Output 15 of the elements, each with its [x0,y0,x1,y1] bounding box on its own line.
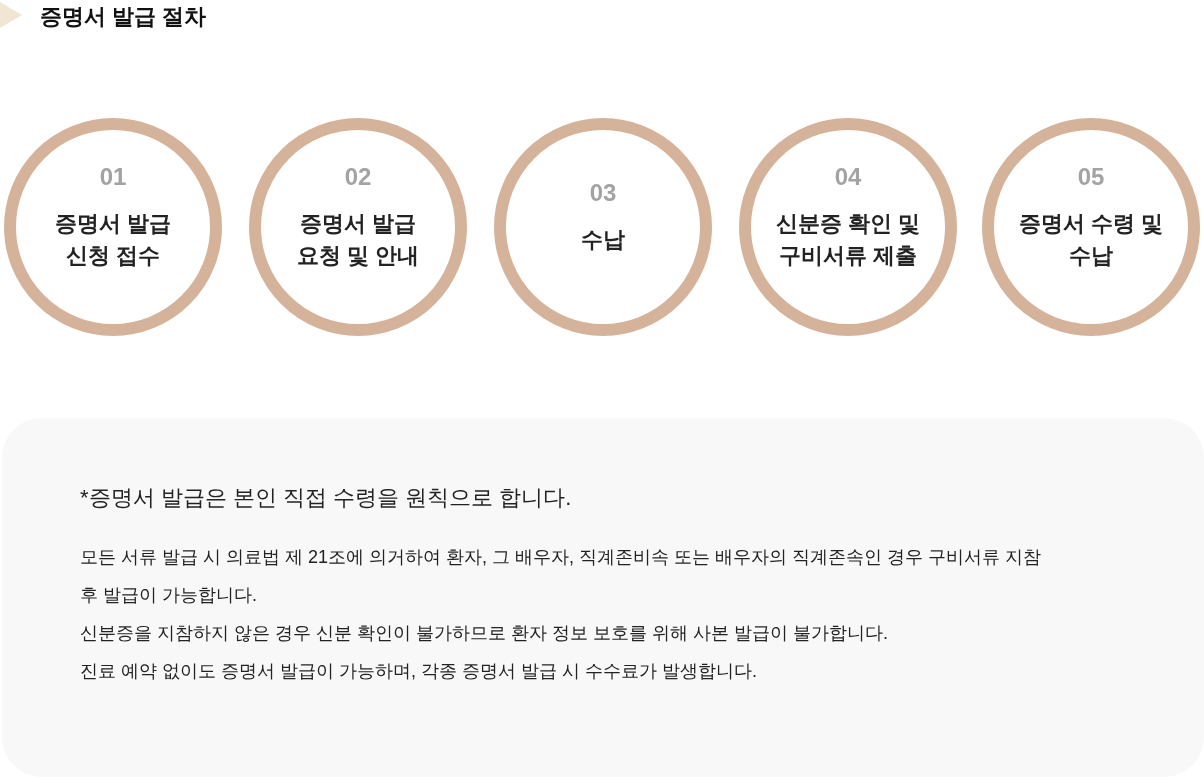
step-number: 05 [1077,162,1105,192]
notice-text: 신분증을 지참하지 않은 경우 신분 확인이 불가하므로 환자 정보 보호를 위해 사본 발급이 불가합니다. [80,622,889,645]
step-label: 신분증 확인 및 구비서류 제출 [774,210,922,270]
notice-text: 모든 서류 발급 시 의료법 제 21조에 의거하여 환자, 그 배우자, 직계존비속 또는 배우자의 직계존속인 경우 구비서류 지참 후 발급이 가능합니다. [80,546,1043,607]
step-number: 03 [589,178,617,208]
notice-heading: *증명서 발급은 본인 직접 수령을 원칙으로 합니다. [80,484,573,512]
notice-text: 진료 예약 없이도 증명서 발급이 가능하며, 각종 증명서 발급 시 수수료가 발생합니다. [80,660,758,683]
step-label: 증명서 발급 요청 및 안내 [295,210,421,270]
step-label: 증명서 수령 및 수납 [1017,210,1165,270]
step-label: 수납 [580,226,626,254]
step-number: 04 [834,162,862,192]
step-number: 01 [99,162,127,192]
step-label: 증명서 발급 신청 접수 [53,210,173,270]
title: 증명서 발급 절차 [40,3,207,31]
step-number: 02 [344,162,372,192]
